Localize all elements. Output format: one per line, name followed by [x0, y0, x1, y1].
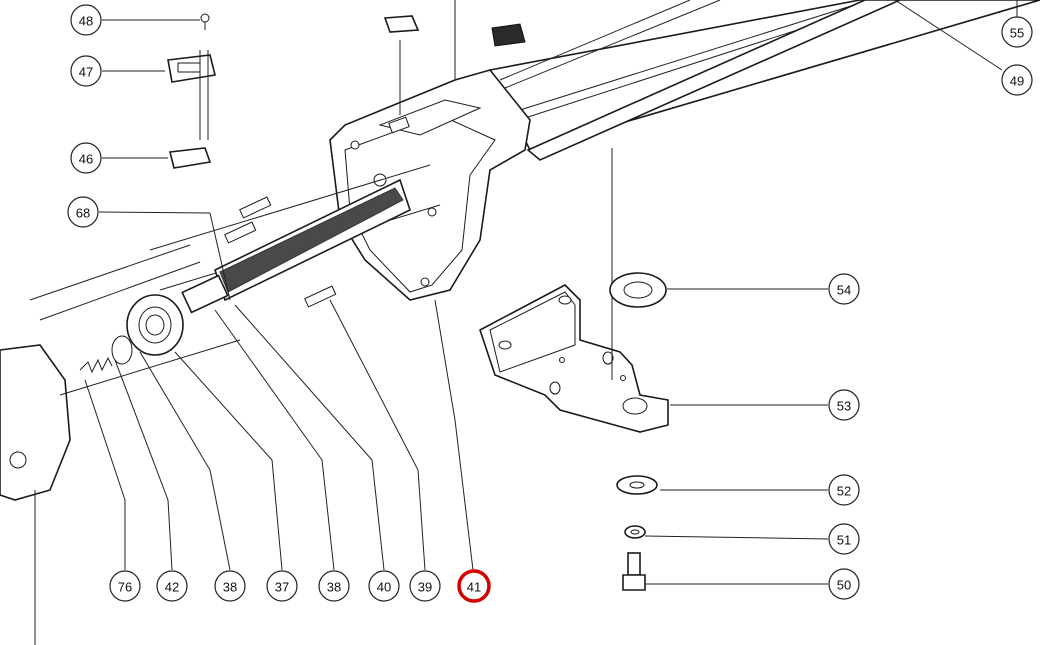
- callout-38a-label: 38: [223, 580, 237, 595]
- callout-52-label: 52: [837, 484, 851, 499]
- callout-41-highlighted: 41: [457, 569, 491, 603]
- callout-48-label: 48: [79, 14, 93, 29]
- washer-52: [616, 475, 658, 495]
- part-46-block: [169, 147, 212, 169]
- callout-55-label: 55: [1010, 26, 1024, 41]
- callout-53: 53: [828, 389, 860, 421]
- callout-50-label: 50: [837, 578, 851, 593]
- nut-51: [624, 525, 646, 539]
- washer-54: [609, 272, 667, 308]
- highlight-ring: [457, 569, 491, 603]
- callout-76: 76: [109, 570, 141, 602]
- callout-38b-label: 38: [327, 580, 341, 595]
- callout-68-label: 68: [76, 206, 90, 221]
- motor-end-housing: [0, 344, 71, 645]
- actuator-housing: [329, 0, 1040, 301]
- callout-38-b: 38: [318, 570, 350, 602]
- callout-52: 52: [828, 474, 860, 506]
- bearing-38: [126, 294, 184, 356]
- callout-49-label: 49: [1010, 74, 1024, 89]
- callout-76-label: 76: [118, 580, 132, 595]
- ring-42: [111, 335, 133, 365]
- callout-41-label: 41: [467, 580, 481, 595]
- callout-38-a: 38: [214, 570, 246, 602]
- callout-39: 39: [409, 570, 441, 602]
- callout-54: 54: [828, 273, 860, 305]
- callout-51-label: 51: [837, 533, 851, 548]
- callout-40-label: 40: [377, 580, 391, 595]
- callout-55: 55: [1001, 16, 1033, 48]
- screws-39: [224, 196, 337, 308]
- callout-39-label: 39: [418, 580, 432, 595]
- callout-50: 50: [828, 568, 860, 600]
- callout-51: 51: [828, 523, 860, 555]
- callout-47: 47: [70, 55, 102, 87]
- callout-54-label: 54: [837, 283, 851, 298]
- bolt-50: [622, 552, 646, 591]
- top-clip-part: [383, 15, 526, 47]
- callout-49: 49: [1001, 64, 1033, 96]
- bracket-53: [479, 284, 669, 433]
- lead-screw: [149, 164, 441, 302]
- part-47-bracket: [167, 50, 216, 140]
- nut-40: [181, 274, 229, 314]
- spring-76: [79, 356, 113, 374]
- callout-40: 40: [368, 570, 400, 602]
- callout-47-label: 47: [79, 65, 93, 80]
- callout-42-label: 42: [165, 580, 179, 595]
- callout-53-label: 53: [837, 399, 851, 414]
- leader-lines: [84, 0, 1018, 585]
- callout-68: 68: [67, 196, 99, 228]
- callout-37: 37: [266, 570, 298, 602]
- callout-37-label: 37: [275, 580, 289, 595]
- callout-48: 48: [70, 4, 102, 36]
- callout-42: 42: [156, 570, 188, 602]
- part-48-screw: [200, 13, 210, 30]
- callout-46-label: 46: [79, 152, 93, 167]
- callout-46: 46: [70, 142, 102, 174]
